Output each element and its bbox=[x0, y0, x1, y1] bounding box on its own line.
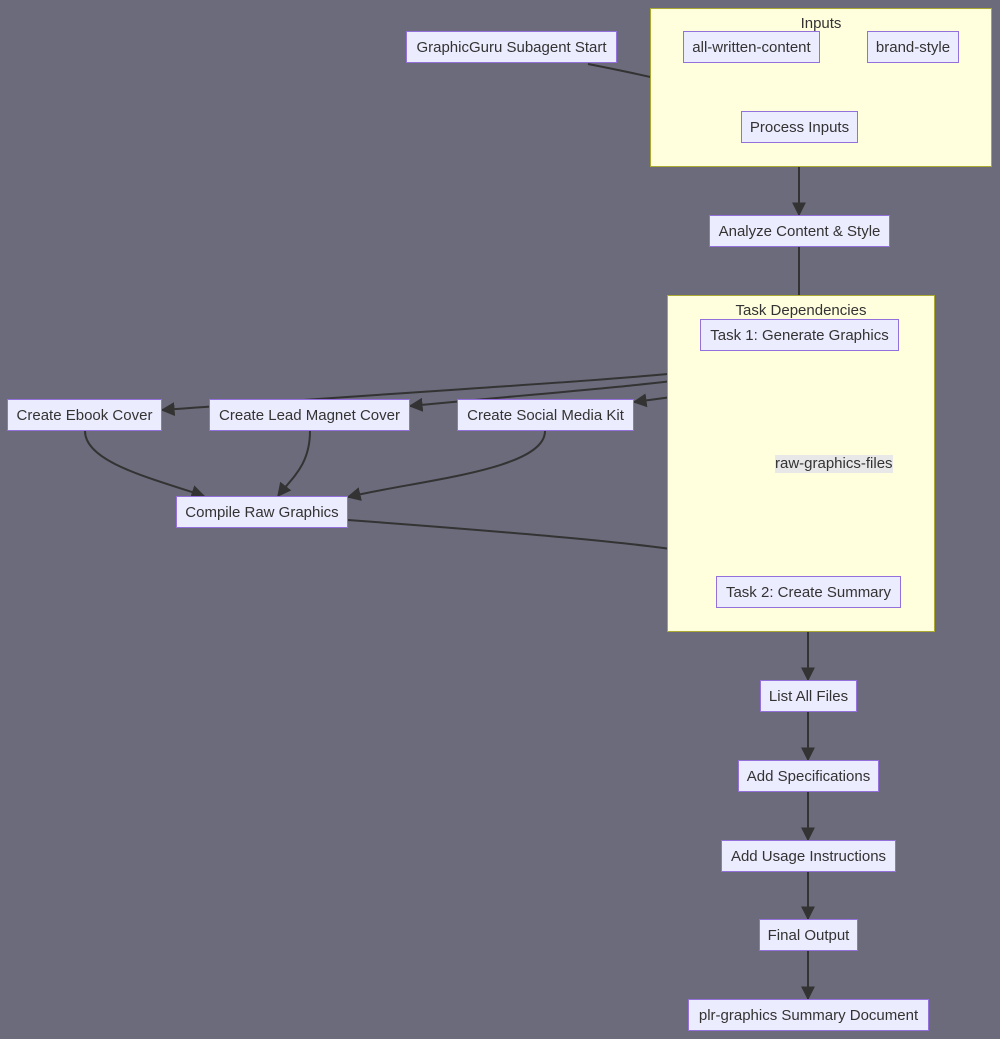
add-usage-instructions-node: Add Usage Instructions bbox=[721, 840, 896, 872]
create-ebook-cover-node: Create Ebook Cover bbox=[7, 399, 162, 431]
all-written-content-node: all-written-content bbox=[683, 31, 820, 63]
edge-ebook-to-compile bbox=[84, 430, 206, 499]
process-inputs-node: Process Inputs bbox=[741, 111, 858, 143]
task-dependencies-cluster-title: Task Dependencies bbox=[735, 302, 867, 319]
compile-raw-graphics-node: Compile Raw Graphics bbox=[176, 496, 348, 528]
create-social-media-kit-node: Create Social Media Kit bbox=[457, 399, 634, 431]
start-node: GraphicGuru Subagent Start bbox=[406, 31, 617, 63]
summary-document-node: plr-graphics Summary Document bbox=[688, 999, 929, 1031]
analyze-content-style-node: Analyze Content & Style bbox=[709, 215, 890, 247]
final-output-node: Final Output bbox=[759, 919, 858, 951]
task2-create-summary-node: Task 2: Create Summary bbox=[716, 576, 901, 608]
create-lead-magnet-cover-node: Create Lead Magnet Cover bbox=[209, 399, 410, 431]
task1-generate-graphics-node: Task 1: Generate Graphics bbox=[700, 319, 899, 351]
add-specifications-node: Add Specifications bbox=[738, 760, 879, 792]
brand-style-node: brand-style bbox=[867, 31, 959, 63]
inputs-cluster-title: Inputs bbox=[800, 15, 842, 32]
edge-lead-magnet-to-compile bbox=[277, 430, 311, 498]
list-all-files-node: List All Files bbox=[760, 680, 857, 712]
edge-social-kit-to-compile bbox=[346, 430, 546, 501]
raw-graphics-files-edge-label: raw-graphics-files bbox=[775, 455, 893, 473]
